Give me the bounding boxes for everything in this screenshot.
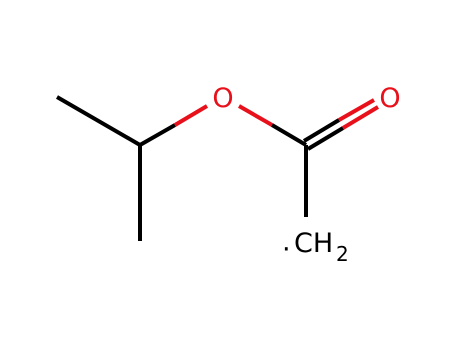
bond-carbonyl-double-a-oxygen-half xyxy=(338,98,375,122)
ether-oxygen-label: O xyxy=(212,83,233,114)
bond-carbonyl-double-b-carbon-half xyxy=(306,126,345,151)
methylene-symbol: CH xyxy=(294,228,333,259)
bond-methine-ether-oxygen-oxygen-half xyxy=(173,104,209,127)
carbonyl-oxygen-label: O xyxy=(379,83,400,114)
methylene-radical-label: · CH 2 xyxy=(282,228,349,266)
methylene-subscript: 2 xyxy=(336,242,349,266)
bond-ether-oxygen-carbonyl-oxygen-half xyxy=(238,104,273,127)
bond-ether-oxygen-carbonyl-carbon-half xyxy=(270,123,308,147)
bond-methyl1-methine xyxy=(55,95,142,147)
bond-carbonyl-double-a-carbon-half xyxy=(302,118,341,143)
radical-dot: · xyxy=(282,234,291,265)
bond-carbonyl-double-b-oxygen-half xyxy=(341,105,380,130)
bond-methine-ether-oxygen-carbon-half xyxy=(139,123,176,147)
